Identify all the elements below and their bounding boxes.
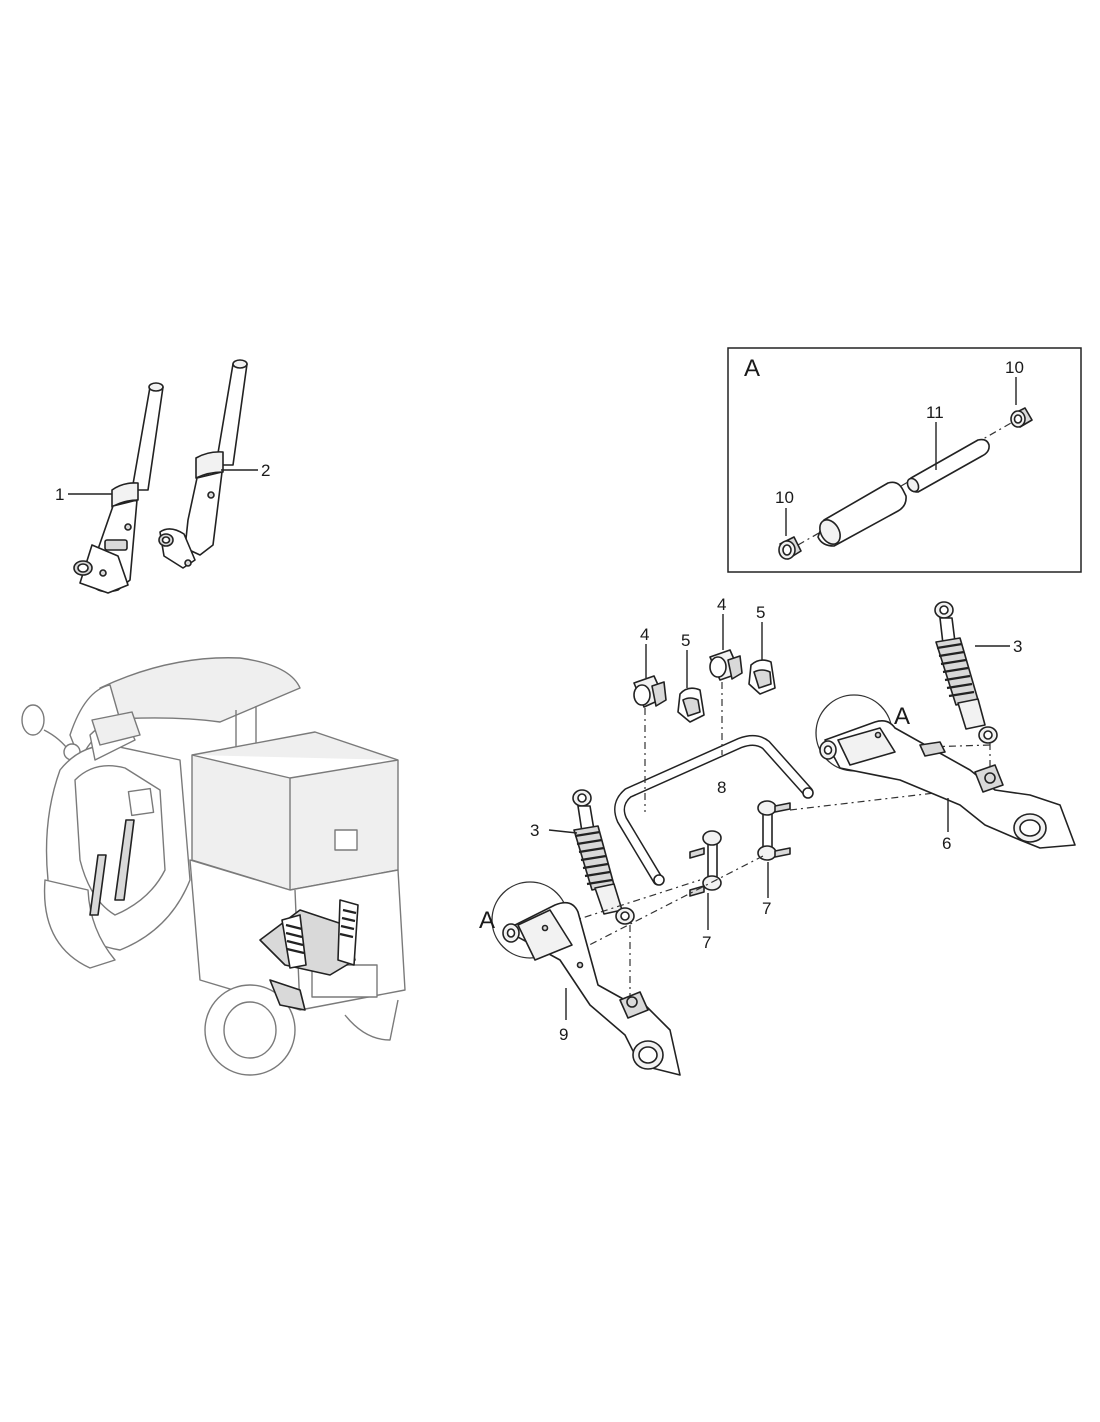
front-fork-left-icon [73,382,164,594]
callout-bushing-right: 10 [1005,358,1024,377]
callout-rubber-sleeve: 11 [926,403,944,422]
callout-link-left: 7 [702,933,711,952]
callout-bush-b: 4 [717,595,726,614]
callout-bush-a: 4 [640,625,649,644]
swing-arm-left-icon [491,881,681,1076]
callout-bushing-left: 10 [775,488,794,507]
callout-shock-left: 3 [530,821,539,840]
shock-absorber-right-icon [934,601,998,744]
stabilizer-bush-b-icon [709,649,743,681]
bush-clamp-a-icon [677,687,705,723]
swing-arm-right-icon [815,694,1076,849]
detail-box-letter: A [744,355,760,382]
stabilizer-link-left-icon [689,830,722,897]
callout-front-fork-left: 1 [55,485,64,504]
callout-swingarm-right: 6 [942,834,951,853]
callout-link-right: 7 [762,899,771,918]
callout-front-fork-right: 2 [261,461,270,480]
callout-clamp-a: 5 [681,631,690,650]
callout-swingarm-left: 9 [559,1025,568,1044]
stabilizer-bar-icon [614,734,814,886]
vehicle-overview-illustration [21,657,406,1076]
callout-shock-right: 3 [1013,637,1022,656]
detail-ref-left: A [479,907,495,934]
stabilizer-bush-a-icon [633,675,667,708]
stabilizer-link-right-icon [757,800,791,861]
detail-ref-right: A [894,703,910,730]
shock-absorber-left-icon [572,789,635,925]
bushing-assembly-icon [778,407,1033,560]
bush-clamp-b-icon [748,659,776,695]
detail-box-a [727,347,1082,573]
callout-clamp-b: 5 [756,603,765,622]
front-fork-right-icon [158,359,248,569]
callout-stabilizer-bar: 8 [717,778,726,797]
